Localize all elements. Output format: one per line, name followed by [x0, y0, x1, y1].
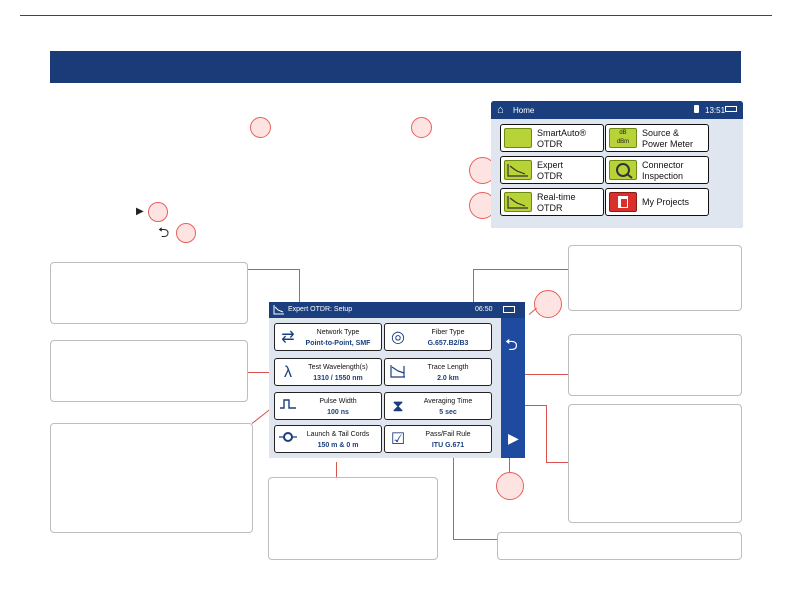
- lambda-icon: λ: [284, 364, 292, 381]
- clock-time: 06:50: [475, 306, 493, 313]
- setup-side-bar: ⮌ ▶: [501, 318, 525, 458]
- checkbox-icon: ☑: [390, 431, 406, 448]
- callout-box: [268, 477, 438, 560]
- battery-icon: [725, 106, 737, 112]
- callout-box: [568, 404, 742, 523]
- tile-label: Source & Power Meter: [642, 128, 694, 149]
- setting-fiber-type[interactable]: ◎ Fiber Type G.657.B2/B3: [384, 323, 492, 351]
- projects-icon: [609, 192, 637, 212]
- leader-line: [336, 462, 337, 477]
- sd-card-icon: [694, 105, 699, 113]
- tile-my-projects[interactable]: My Projects: [605, 188, 709, 216]
- setting-value: G.657.B2/B3: [427, 340, 469, 347]
- callout-box: [497, 532, 742, 560]
- marker-circle: [176, 223, 196, 243]
- leader-line: [509, 458, 510, 472]
- setting-title: Pass/Fail Rule: [425, 431, 471, 438]
- pulse-icon: [278, 397, 298, 417]
- trace-length-icon: [388, 363, 408, 383]
- home-icon[interactable]: ⌂: [497, 104, 504, 116]
- section-banner: [50, 51, 741, 83]
- leader-line: [248, 372, 274, 373]
- leader-line: [453, 455, 454, 539]
- leader-line: [486, 374, 568, 375]
- smartauto-icon: [504, 128, 532, 148]
- callout-box: [50, 262, 248, 324]
- leader-line: [299, 269, 300, 331]
- tile-connector-inspection[interactable]: Connector Inspection: [605, 156, 709, 184]
- home-title: Home: [513, 106, 535, 115]
- next-button[interactable]: ▶: [508, 430, 519, 446]
- setting-trace-length[interactable]: Trace Length 2.0 km: [384, 358, 492, 386]
- callout-box: [568, 334, 742, 396]
- setting-title: Network Type: [316, 329, 360, 336]
- setting-test-wavelength[interactable]: λ Test Wavelength(s) 1310 / 1550 nm: [274, 358, 382, 386]
- marker-circle: [534, 290, 562, 318]
- setting-value: 100 ns: [327, 409, 349, 416]
- setting-title: Pulse Width: [319, 398, 357, 405]
- setting-value: 2.0 km: [437, 375, 459, 382]
- tile-smartauto-otdr[interactable]: SmartAuto® OTDR: [500, 124, 604, 152]
- setting-value: ITU G.671: [431, 442, 465, 449]
- setting-title: Launch & Tail Cords: [306, 431, 370, 438]
- setup-title-bar: Expert OTDR: Setup 06:50: [269, 302, 525, 318]
- back-icon: ⮌: [158, 224, 170, 240]
- leader-line: [453, 539, 497, 540]
- callout-box: [568, 245, 742, 311]
- otdr-trace-icon: [504, 192, 532, 212]
- setting-pulse-width[interactable]: Pulse Width 100 ns: [274, 392, 382, 420]
- battery-icon: [503, 306, 515, 313]
- marker-circle: [411, 117, 432, 138]
- setting-launch-tail-cords[interactable]: Launch & Tail Cords 150 m & 0 m: [274, 425, 382, 453]
- setting-value: Point-to-Point, SMF: [305, 340, 371, 347]
- cord-icon: [278, 430, 298, 450]
- setting-value: 1310 / 1550 nm: [313, 375, 363, 382]
- back-button[interactable]: ⮌: [505, 337, 518, 354]
- tile-label: Expert OTDR: [537, 160, 564, 181]
- tile-label: Real-time OTDR: [537, 192, 576, 213]
- marker-circle: [148, 202, 168, 222]
- clock-time: 13:51: [705, 106, 726, 115]
- top-rule: [20, 15, 772, 16]
- connector-icon: [609, 160, 637, 180]
- tile-label: Connector Inspection: [642, 160, 684, 181]
- marker-circle: [250, 117, 271, 138]
- setting-title: Averaging Time: [423, 398, 473, 405]
- setting-title: Fiber Type: [431, 329, 465, 336]
- play-icon: ▶: [136, 206, 144, 217]
- home-title-bar: ⌂ Home 13:51: [491, 101, 743, 119]
- callout-box: [50, 423, 253, 533]
- setup-grid: ⇄ Network Type Point-to-Point, SMF ◎ Fib…: [269, 318, 501, 458]
- arrows-icon: ⇄: [281, 329, 295, 346]
- tile-expert-otdr[interactable]: Expert OTDR: [500, 156, 604, 184]
- leader-line: [248, 269, 300, 270]
- tile-label: My Projects: [642, 197, 690, 207]
- callout-box: [50, 340, 248, 402]
- leader-line: [473, 269, 474, 331]
- setting-value: 5 sec: [439, 409, 457, 416]
- leader-line: [546, 405, 547, 462]
- hourglass-icon: ⧗: [392, 398, 404, 415]
- setting-pass-fail-rule[interactable]: ☑ Pass/Fail Rule ITU G.671: [384, 425, 492, 453]
- setting-title: Test Wavelength(s): [308, 364, 368, 371]
- otdr-trace-icon: [273, 304, 285, 317]
- tile-realtime-otdr[interactable]: Real-time OTDR: [500, 188, 604, 216]
- marker-circle: [496, 472, 524, 500]
- otdr-trace-icon: [504, 160, 532, 180]
- setting-title: Trace Length: [427, 364, 469, 371]
- setting-averaging-time[interactable]: ⧗ Averaging Time 5 sec: [384, 392, 492, 420]
- setting-value: 150 m & 0 m: [317, 442, 359, 449]
- tile-label: SmartAuto® OTDR: [537, 128, 587, 149]
- fiber-disc-icon: ◎: [391, 329, 405, 346]
- leader-line: [546, 462, 568, 463]
- setup-title: Expert OTDR: Setup: [288, 306, 353, 313]
- setup-screen: Expert OTDR: Setup 06:50 ⇄ Network Type …: [269, 302, 525, 458]
- setting-network-type[interactable]: ⇄ Network Type Point-to-Point, SMF: [274, 323, 382, 351]
- leader-line: [473, 269, 568, 270]
